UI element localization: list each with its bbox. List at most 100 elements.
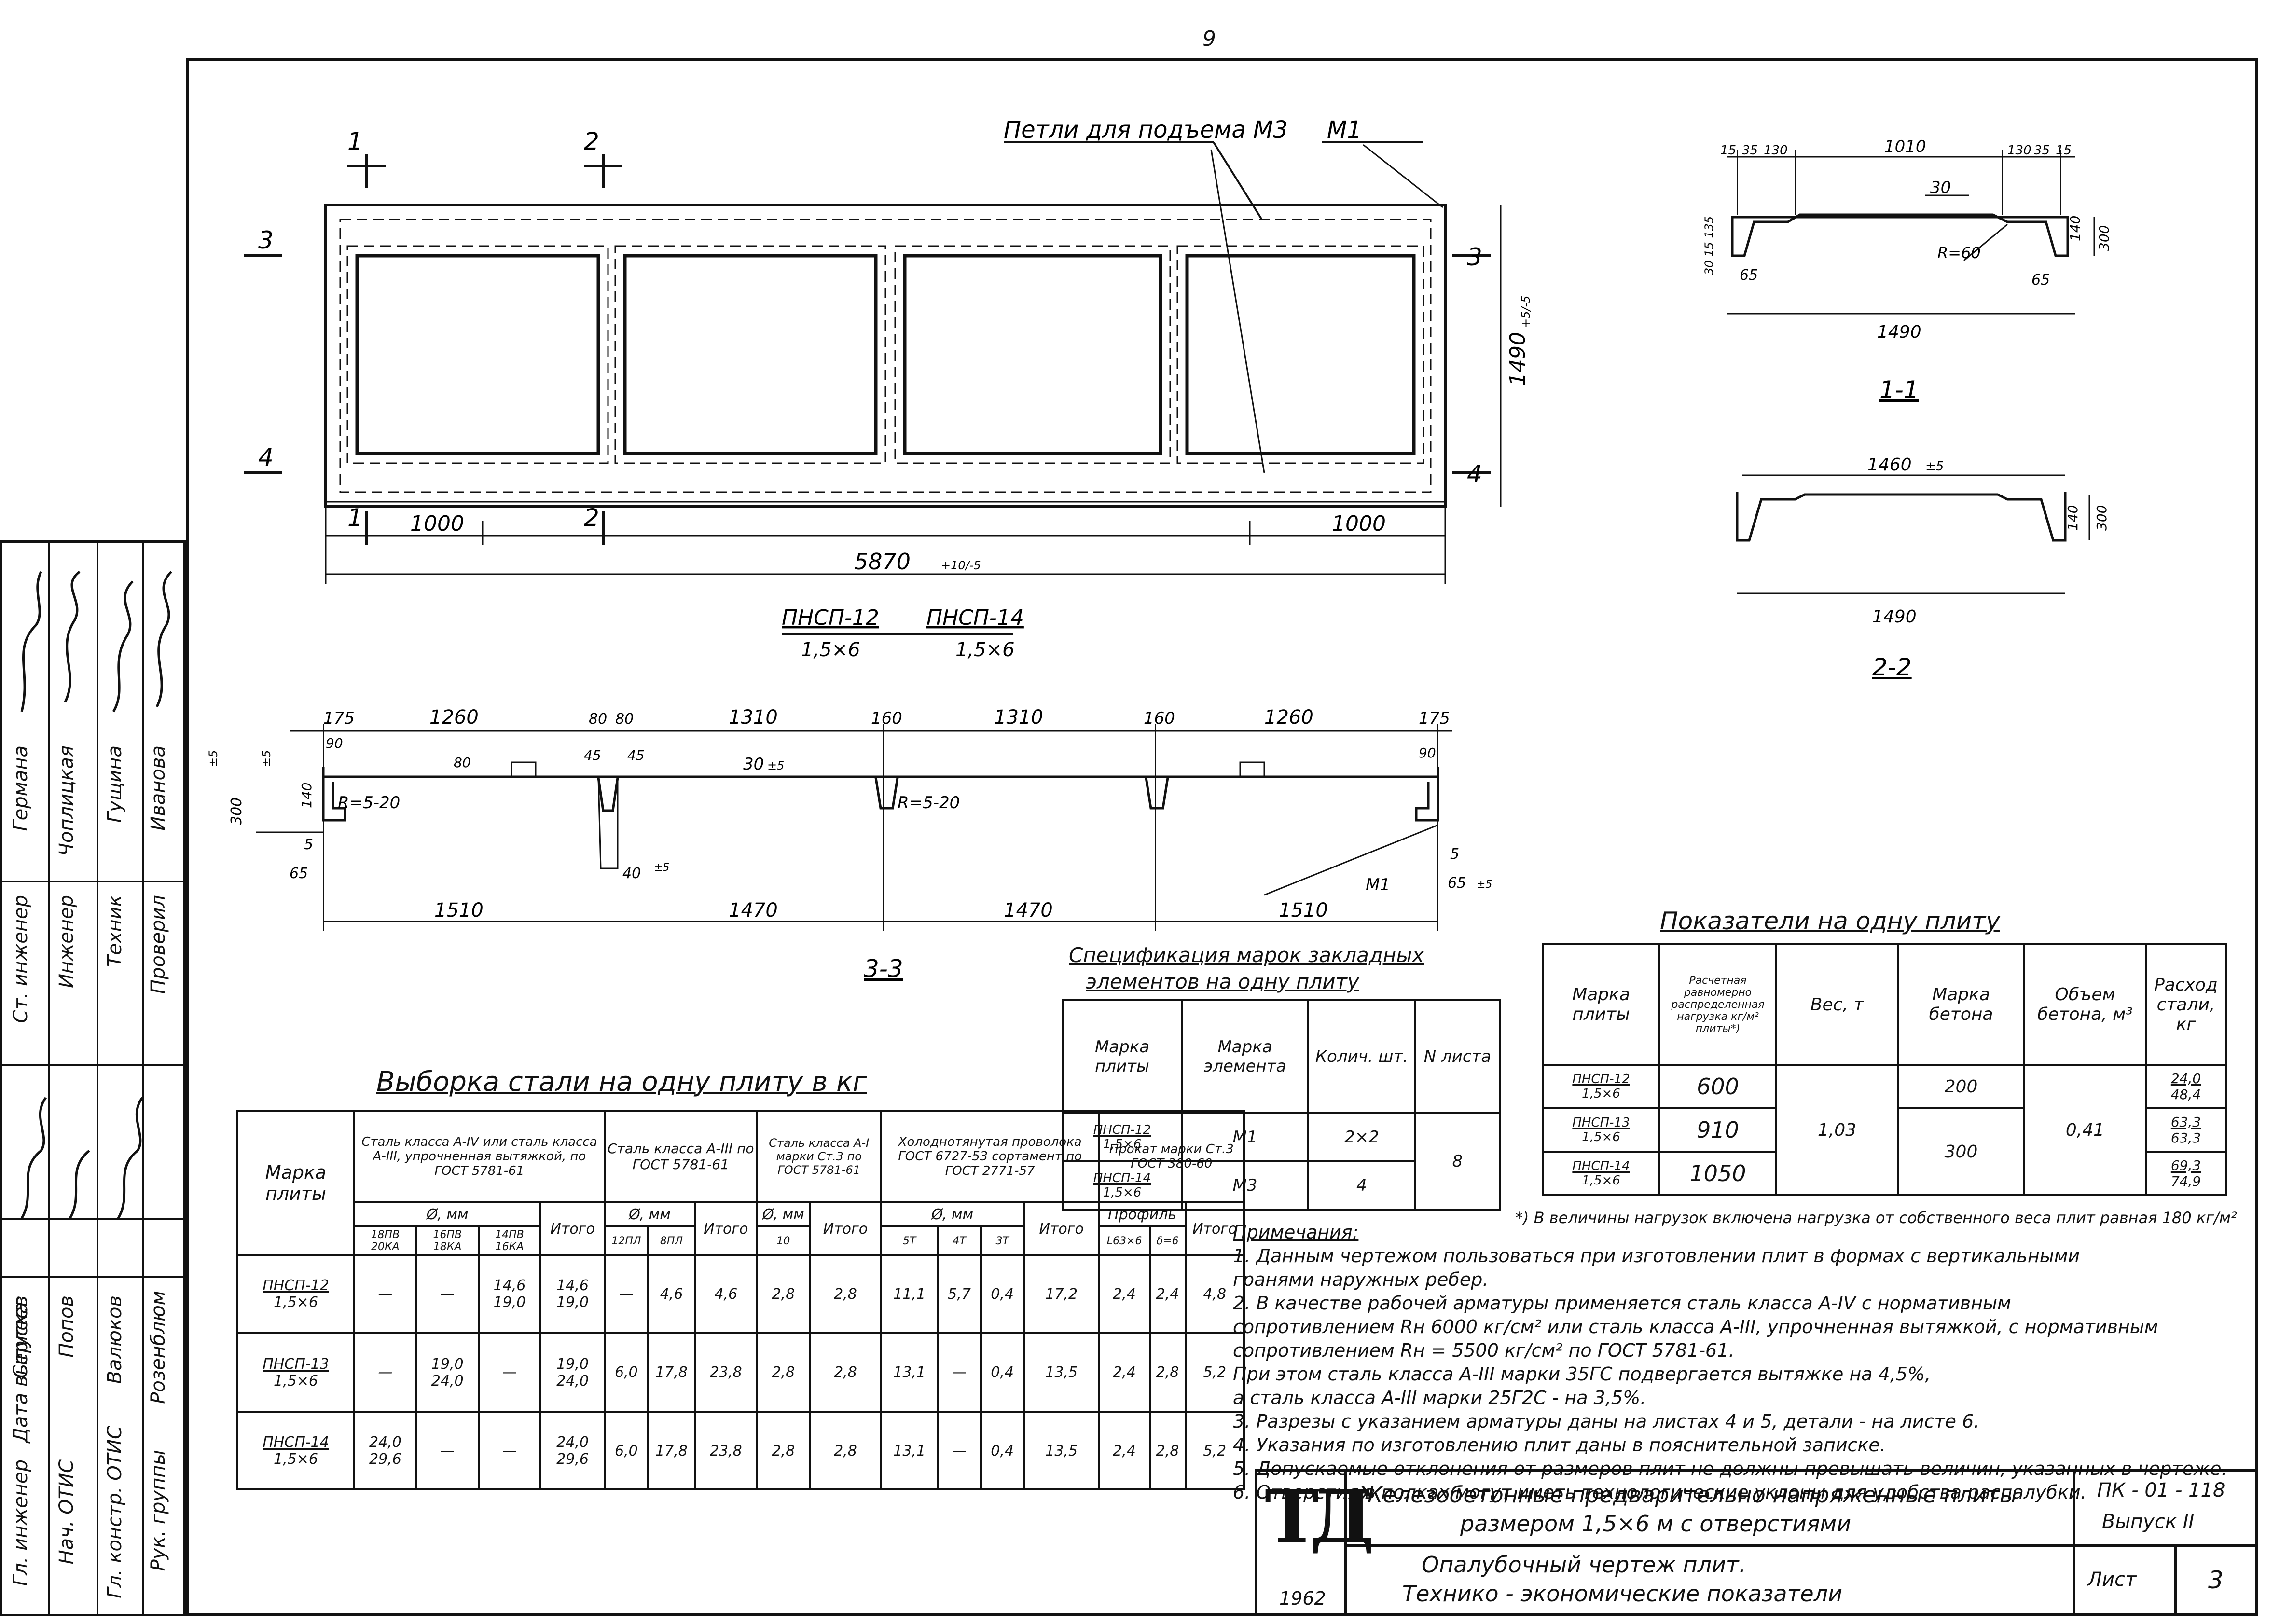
cell: 1,03: [1775, 1064, 1899, 1196]
th-sub: δ=6: [1148, 1225, 1187, 1256]
cell: 0,4: [980, 1254, 1025, 1334]
s33-h140: 140: [299, 783, 315, 808]
doc-issue: Выпуск II: [2102, 1511, 2195, 1533]
cell: 17,8: [647, 1411, 696, 1490]
s33-d40: 40: [622, 865, 641, 882]
cell: 4,6: [694, 1254, 758, 1334]
cell: 13,5: [1023, 1411, 1100, 1490]
th-sub: 16ПВ 18КА: [415, 1225, 480, 1256]
s11-title: 1-1: [1879, 376, 1919, 404]
s11-d65a: 65: [1740, 267, 1758, 284]
s11-d35a: 35: [1742, 143, 1758, 158]
sheet-number: 3: [2208, 1566, 2224, 1594]
cell: М1: [1181, 1112, 1309, 1162]
s33-tol-b: ±5: [207, 750, 220, 767]
cell: 2,4: [1098, 1254, 1151, 1334]
spec-table-title-1: Спецификация марок закладных: [1069, 943, 1424, 967]
cut-1-bot: 1: [347, 504, 363, 532]
ind-th-load: Расчетная равномерно распределенная нагр…: [1658, 943, 1777, 1066]
cell: 48,4: [2170, 1087, 2201, 1102]
row-mark: ПНСП-14: [1572, 1159, 1630, 1173]
opening-4: [1185, 254, 1416, 455]
note-line: 2. В качестве рабочей арматуры применяет…: [1233, 1293, 2011, 1314]
title-line-3: Опалубочный чертеж плит.: [1422, 1552, 1746, 1578]
cell: 69,3: [2170, 1157, 2201, 1173]
s33-r1: R=5-20: [338, 793, 400, 812]
cell: 11,1: [880, 1254, 939, 1334]
cell: —: [477, 1411, 542, 1490]
page-number: 9: [1202, 27, 1216, 51]
cell: 2,8: [1148, 1411, 1187, 1490]
s33-d5: 5: [304, 836, 313, 853]
note-line: сопротивлением Rн = 5500 кг/см² по ГОСТ …: [1233, 1340, 1735, 1361]
cell: 19,0: [431, 1355, 464, 1373]
cell: 2,8: [756, 1411, 811, 1490]
cell: 8: [1414, 1112, 1501, 1211]
th-sub: L63×6: [1098, 1225, 1151, 1256]
sheet-label: Лист: [2087, 1569, 2137, 1591]
th-sub: 4Т: [937, 1225, 982, 1256]
dim-length: 5870: [854, 549, 911, 575]
cell: 0,4: [980, 1332, 1025, 1413]
ind-th-concrete: Марка бетона: [1897, 943, 2025, 1066]
cell: 4,6: [647, 1254, 696, 1334]
row-size: 1,5×6: [274, 1294, 318, 1311]
cell: —: [415, 1411, 480, 1490]
s11-d130a: 130: [1764, 143, 1788, 158]
row-size: 1,5×6: [274, 1451, 318, 1468]
s33-d160b: 160: [1144, 709, 1175, 728]
ind-th-mark: Марка плиты: [1542, 943, 1660, 1066]
drawing-frame: [186, 58, 2258, 1616]
th-sub: 8ПЛ: [647, 1225, 696, 1256]
s11-d1010: 1010: [1884, 137, 1926, 156]
section-3-3: 175 1260 80 80 1310 160 1310 160 1260 17…: [207, 706, 1492, 983]
cell: 24,0: [556, 1434, 589, 1451]
th-sub: 14ПВ 16КА: [477, 1225, 542, 1256]
row-mark: ПНСП-12: [1572, 1072, 1630, 1087]
cell: 0,41: [2023, 1064, 2147, 1196]
row-mark: ПНСП-13: [263, 1355, 329, 1373]
row-size: 1,5×6: [1103, 1185, 1142, 1200]
s11-d130b: 130: [2007, 143, 2031, 158]
row-mark: ПНСП-12: [263, 1277, 329, 1294]
s33-h300: 300: [228, 798, 245, 825]
cut-2-top: 2: [584, 127, 599, 155]
indic-table: Марка плиты Расчетная равномерно распред…: [1542, 943, 2227, 1196]
cell: 2,8: [1148, 1332, 1187, 1413]
cell: 24,0: [2170, 1071, 2201, 1087]
s33-d1260b: 1260: [1264, 706, 1313, 729]
cell: 24,0: [431, 1372, 464, 1390]
cell: 17,2: [1023, 1254, 1100, 1334]
th-dia-3: Ø, мм: [756, 1201, 811, 1227]
side-stamp: Гл. инженер Нач. ОТИС Гл. констр. ОТИС Р…: [0, 540, 186, 1616]
cut-3-left: 3: [258, 226, 274, 254]
s33-d1470b: 1470: [1004, 899, 1053, 922]
s11-r60: R=60: [1937, 244, 1981, 262]
spec-th-qty: Колич. шт.: [1307, 999, 1416, 1114]
th-sub: 3Т: [980, 1225, 1025, 1256]
cell: —: [603, 1254, 649, 1334]
cell: 23,8: [694, 1332, 758, 1413]
row-size: 1,5×6: [1582, 1087, 1620, 1101]
s33-title: 3-3: [864, 955, 903, 983]
cell: 2,8: [809, 1332, 882, 1413]
year: 1962: [1279, 1588, 1326, 1609]
s33-d45b: 45: [627, 747, 645, 763]
cell: 1050: [1658, 1151, 1777, 1196]
s33-d175a: 175: [323, 709, 355, 728]
loops-label: Петли для подъема М3: [1004, 116, 1288, 143]
s33-d45a: 45: [584, 747, 601, 763]
th-g1: Сталь класса А-IV или сталь класса А-III…: [353, 1110, 606, 1203]
cell: 19,0: [556, 1355, 589, 1373]
cell: —: [353, 1254, 417, 1334]
cell: 63,3: [2170, 1114, 2201, 1130]
cell: 23,8: [694, 1411, 758, 1490]
row-size: 1,5×6: [1582, 1173, 1620, 1188]
s33-d80a: 80: [589, 711, 607, 728]
s33-d1310b: 1310: [994, 706, 1043, 729]
row-size: 1,5×6: [1582, 1130, 1620, 1144]
plan-size-a: 1,5×6: [801, 639, 860, 661]
